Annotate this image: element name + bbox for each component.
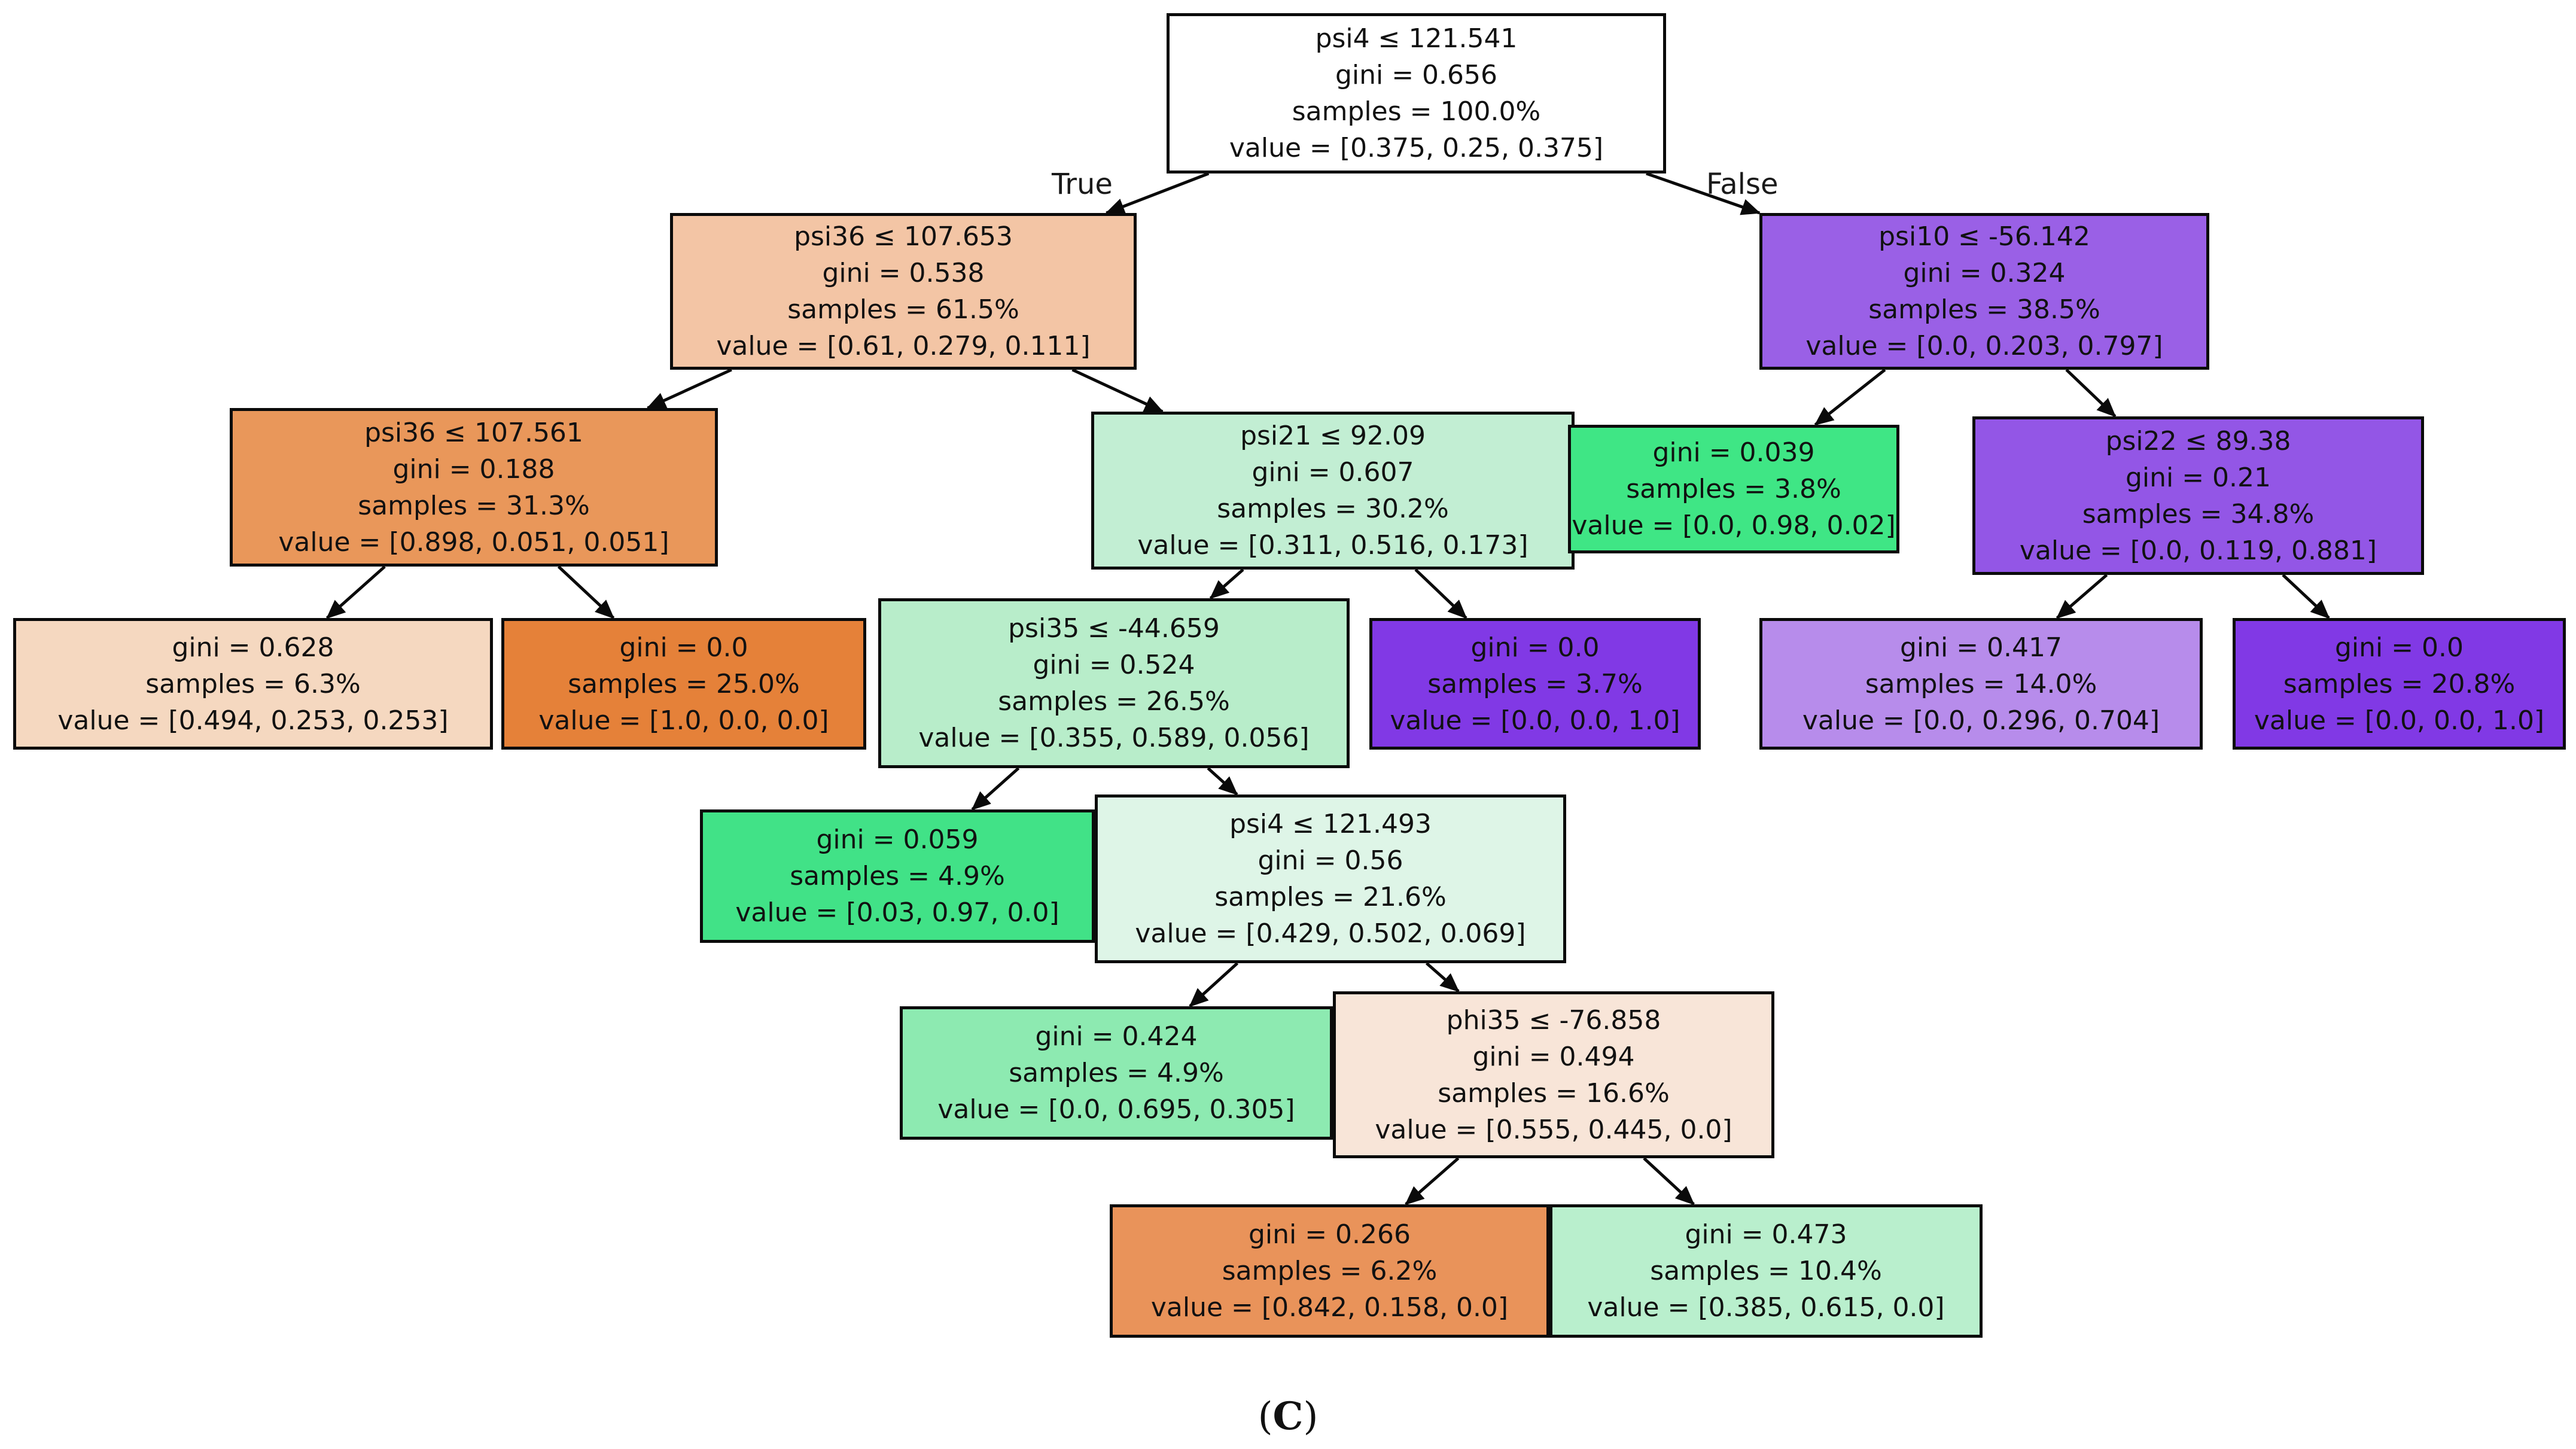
caption-letter: C <box>1272 1394 1304 1439</box>
tree-node-lrlr: psi4 ≤ 121.493 gini = 0.56 samples = 21.6%… <box>1095 794 1566 963</box>
node-l-gini: gini = 0.538 <box>822 258 985 288</box>
tree-node-root: psi4 ≤ 121.541 gini = 0.656 samples = 100.… <box>1167 13 1666 173</box>
node-lrlr-gini: gini = 0.56 <box>1257 845 1403 876</box>
node-lrlrr-samples: samples = 16.6% <box>1438 1077 1670 1109</box>
node-lrll-gini: gini = 0.059 <box>816 824 979 855</box>
node-rrl-samples: samples = 14.0% <box>1865 668 2097 699</box>
node-lrll-value: value = [0.03, 0.97, 0.0] <box>735 897 1059 928</box>
node-rrr-value: value = [0.0, 0.0, 1.0] <box>2254 705 2545 736</box>
tree-node-lll: gini = 0.628 samples = 6.3% value = [0.494… <box>13 618 493 750</box>
node-lrlr-samples: samples = 21.6% <box>1214 882 1447 912</box>
node-rr-gini: gini = 0.21 <box>2125 462 2271 493</box>
tree-node-r: psi10 ≤ -56.142 gini = 0.324 samples = 38.… <box>1759 213 2209 370</box>
node-llr-value: value = [1.0, 0.0, 0.0] <box>538 705 829 736</box>
tree-node-lrlrl: gini = 0.424 samples = 4.9% value = [0.0, … <box>900 1006 1333 1140</box>
node-lrr-samples: samples = 3.7% <box>1427 668 1643 699</box>
node-lr-samples: samples = 30.2% <box>1217 494 1449 524</box>
node-ll-split: psi36 ≤ 107.561 <box>364 417 583 448</box>
tree-node-lrlrrr: gini = 0.473 samples = 10.4% value = [0.38… <box>1549 1204 1983 1338</box>
node-root-samples: samples = 100.0% <box>1292 96 1541 127</box>
node-lrlrl-samples: samples = 4.9% <box>1009 1058 1224 1088</box>
node-l-value: value = [0.61, 0.279, 0.111] <box>716 331 1091 361</box>
tree-node-lrr: gini = 0.0 samples = 3.7% value = [0.0, 0.… <box>1369 618 1701 750</box>
node-llr-samples: samples = 25.0% <box>568 668 800 699</box>
node-rrl-gini: gini = 0.417 <box>1899 632 2063 663</box>
node-rr-samples: samples = 34.8% <box>2082 498 2315 529</box>
node-lrlrr-value: value = [0.555, 0.445, 0.0] <box>1375 1114 1732 1145</box>
node-lrl-gini: gini = 0.524 <box>1033 650 1195 680</box>
figure-caption: (C) <box>0 1394 2576 1439</box>
node-lrlr-value: value = [0.429, 0.502, 0.069] <box>1135 918 1526 949</box>
node-rl-value: value = [0.0, 0.98, 0.02] <box>1572 510 1896 541</box>
edge-label-true: True <box>1052 168 1113 201</box>
node-lll-value: value = [0.494, 0.253, 0.253] <box>57 705 449 736</box>
node-l-split: psi36 ≤ 107.653 <box>794 221 1013 252</box>
tree-node-lrl: psi35 ≤ -44.659 gini = 0.524 samples = 26.… <box>878 598 1350 768</box>
node-lr-gini: gini = 0.607 <box>1252 457 1414 488</box>
node-rr-value: value = [0.0, 0.119, 0.881] <box>2019 535 2377 566</box>
tree-node-rrr: gini = 0.0 samples = 20.8% value = [0.0, 0… <box>2233 618 2566 750</box>
node-l-samples: samples = 61.5% <box>787 294 1019 325</box>
node-lrl-split: psi35 ≤ -44.659 <box>1008 613 1220 644</box>
tree-node-lrlrr: phi35 ≤ -76.858 gini = 0.494 samples = 16.… <box>1333 991 1774 1158</box>
node-lrlrr-split: phi35 ≤ -76.858 <box>1446 1004 1661 1036</box>
node-lll-gini: gini = 0.628 <box>172 632 334 663</box>
node-lrl-samples: samples = 26.5% <box>998 686 1230 717</box>
edge-label-false: False <box>1706 168 1779 201</box>
node-lrlrr-gini: gini = 0.494 <box>1472 1041 1635 1072</box>
node-r-split: psi10 ≤ -56.142 <box>1878 221 2090 252</box>
node-llr-gini: gini = 0.0 <box>619 632 748 663</box>
node-root-gini: gini = 0.656 <box>1335 60 1498 90</box>
node-lll-samples: samples = 6.3% <box>145 668 361 699</box>
node-rr-split: psi22 ≤ 89.38 <box>2105 425 2291 456</box>
node-rl-samples: samples = 3.8% <box>1626 474 1841 504</box>
node-ll-gini: gini = 0.188 <box>392 453 555 485</box>
node-r-value: value = [0.0, 0.203, 0.797] <box>1805 331 2163 361</box>
tree-node-ll: psi36 ≤ 107.561 gini = 0.188 samples = 31.… <box>230 408 718 567</box>
node-lrlrl-gini: gini = 0.424 <box>1035 1021 1198 1052</box>
node-lrl-value: value = [0.355, 0.589, 0.056] <box>918 723 1310 753</box>
tree-node-lr: psi21 ≤ 92.09 gini = 0.607 samples = 30.2%… <box>1091 412 1575 570</box>
tree-node-rr: psi22 ≤ 89.38 gini = 0.21 samples = 34.8% v… <box>1972 416 2424 575</box>
node-lrlrrl-value: value = [0.842, 0.158, 0.0] <box>1150 1292 1509 1323</box>
node-lrr-value: value = [0.0, 0.0, 1.0] <box>1390 705 1680 736</box>
caption-paren-open: ( <box>1257 1395 1273 1439</box>
node-lrr-gini: gini = 0.0 <box>1470 632 1600 663</box>
node-rrl-value: value = [0.0, 0.296, 0.704] <box>1802 705 2160 736</box>
node-lrlrrl-samples: samples = 6.2% <box>1222 1256 1438 1286</box>
tree-node-llr: gini = 0.0 samples = 25.0% value = [1.0, 0… <box>501 618 866 750</box>
tree-node-rrl: gini = 0.417 samples = 14.0% value = [0.0,… <box>1759 618 2203 750</box>
node-lrlrrr-samples: samples = 10.4% <box>1650 1256 1882 1286</box>
tree-node-lrlrrl: gini = 0.266 samples = 6.2% value = [0.842… <box>1110 1204 1549 1338</box>
node-lrlr-split: psi4 ≤ 121.493 <box>1229 809 1432 839</box>
node-lrlrrr-value: value = [0.385, 0.615, 0.0] <box>1587 1292 1945 1323</box>
node-rrr-gini: gini = 0.0 <box>2334 632 2464 663</box>
node-lrlrrr-gini: gini = 0.473 <box>1685 1219 1847 1250</box>
node-lrlrrl-gini: gini = 0.266 <box>1248 1219 1411 1250</box>
tree-node-l: psi36 ≤ 107.653 gini = 0.538 samples = 61.… <box>670 213 1137 370</box>
node-root-value: value = [0.375, 0.25, 0.375] <box>1229 133 1604 163</box>
node-r-samples: samples = 38.5% <box>1868 294 2100 325</box>
node-ll-value: value = [0.898, 0.051, 0.051] <box>278 526 669 558</box>
caption-paren-close: ) <box>1303 1395 1319 1439</box>
node-rl-gini: gini = 0.039 <box>1652 437 1815 468</box>
tree-node-lrll: gini = 0.059 samples = 4.9% value = [0.03,… <box>700 809 1095 943</box>
node-lr-value: value = [0.311, 0.516, 0.173] <box>1137 530 1528 561</box>
node-r-gini: gini = 0.324 <box>1903 258 2066 288</box>
node-lr-split: psi21 ≤ 92.09 <box>1240 421 1426 451</box>
node-root-split: psi4 ≤ 121.541 <box>1315 23 1518 54</box>
node-ll-samples: samples = 31.3% <box>358 490 590 521</box>
node-lrlrl-value: value = [0.0, 0.695, 0.305] <box>937 1094 1295 1125</box>
node-rrr-samples: samples = 20.8% <box>2283 668 2516 699</box>
tree-node-rl: gini = 0.039 samples = 3.8% value = [0.0, … <box>1568 425 1899 553</box>
node-lrll-samples: samples = 4.9% <box>790 861 1005 891</box>
